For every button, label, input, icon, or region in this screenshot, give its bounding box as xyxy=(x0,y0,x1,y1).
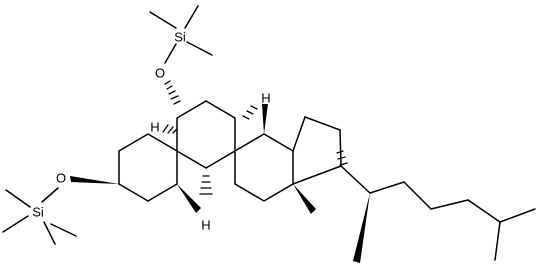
hashed-bond-c5-h xyxy=(162,124,178,134)
hydrogen-label-c5: H xyxy=(150,120,159,135)
wedge-c8-h xyxy=(262,104,268,134)
bond-si-methyl xyxy=(184,5,199,29)
wedge-c20-methyl xyxy=(353,193,370,263)
ring-c xyxy=(234,133,294,202)
hydrogen-label-c9-lower: H xyxy=(201,218,210,233)
oxygen-label-top: O xyxy=(155,66,165,81)
ring-b xyxy=(176,100,236,169)
bond-si-o xyxy=(164,43,177,64)
ring-d xyxy=(292,116,342,185)
hydrogen-label-c14: H xyxy=(261,91,270,106)
bond-si-methyl xyxy=(186,41,213,56)
wedge-c3-o xyxy=(70,176,119,184)
hashed-bond-c9-h xyxy=(199,175,213,195)
hashed-bond-c8-h xyxy=(242,105,258,120)
side-chain xyxy=(340,165,536,261)
wedge-c13-methyl xyxy=(293,184,316,214)
oxygen-label-left: O xyxy=(56,171,66,186)
top-trimethylsilyl-group: Si O xyxy=(149,5,213,81)
hashed-bond-c6-o xyxy=(164,80,181,105)
left-trimethylsilyl-group: O Si xyxy=(2,171,77,245)
hashed-bond-c17 xyxy=(336,150,348,166)
silicon-label-top: Si xyxy=(174,30,186,45)
wedge-c10-methyl xyxy=(177,184,201,213)
bond-si-methyl xyxy=(149,11,177,29)
silicon-label-left: Si xyxy=(32,205,44,220)
ring-a xyxy=(118,133,178,202)
